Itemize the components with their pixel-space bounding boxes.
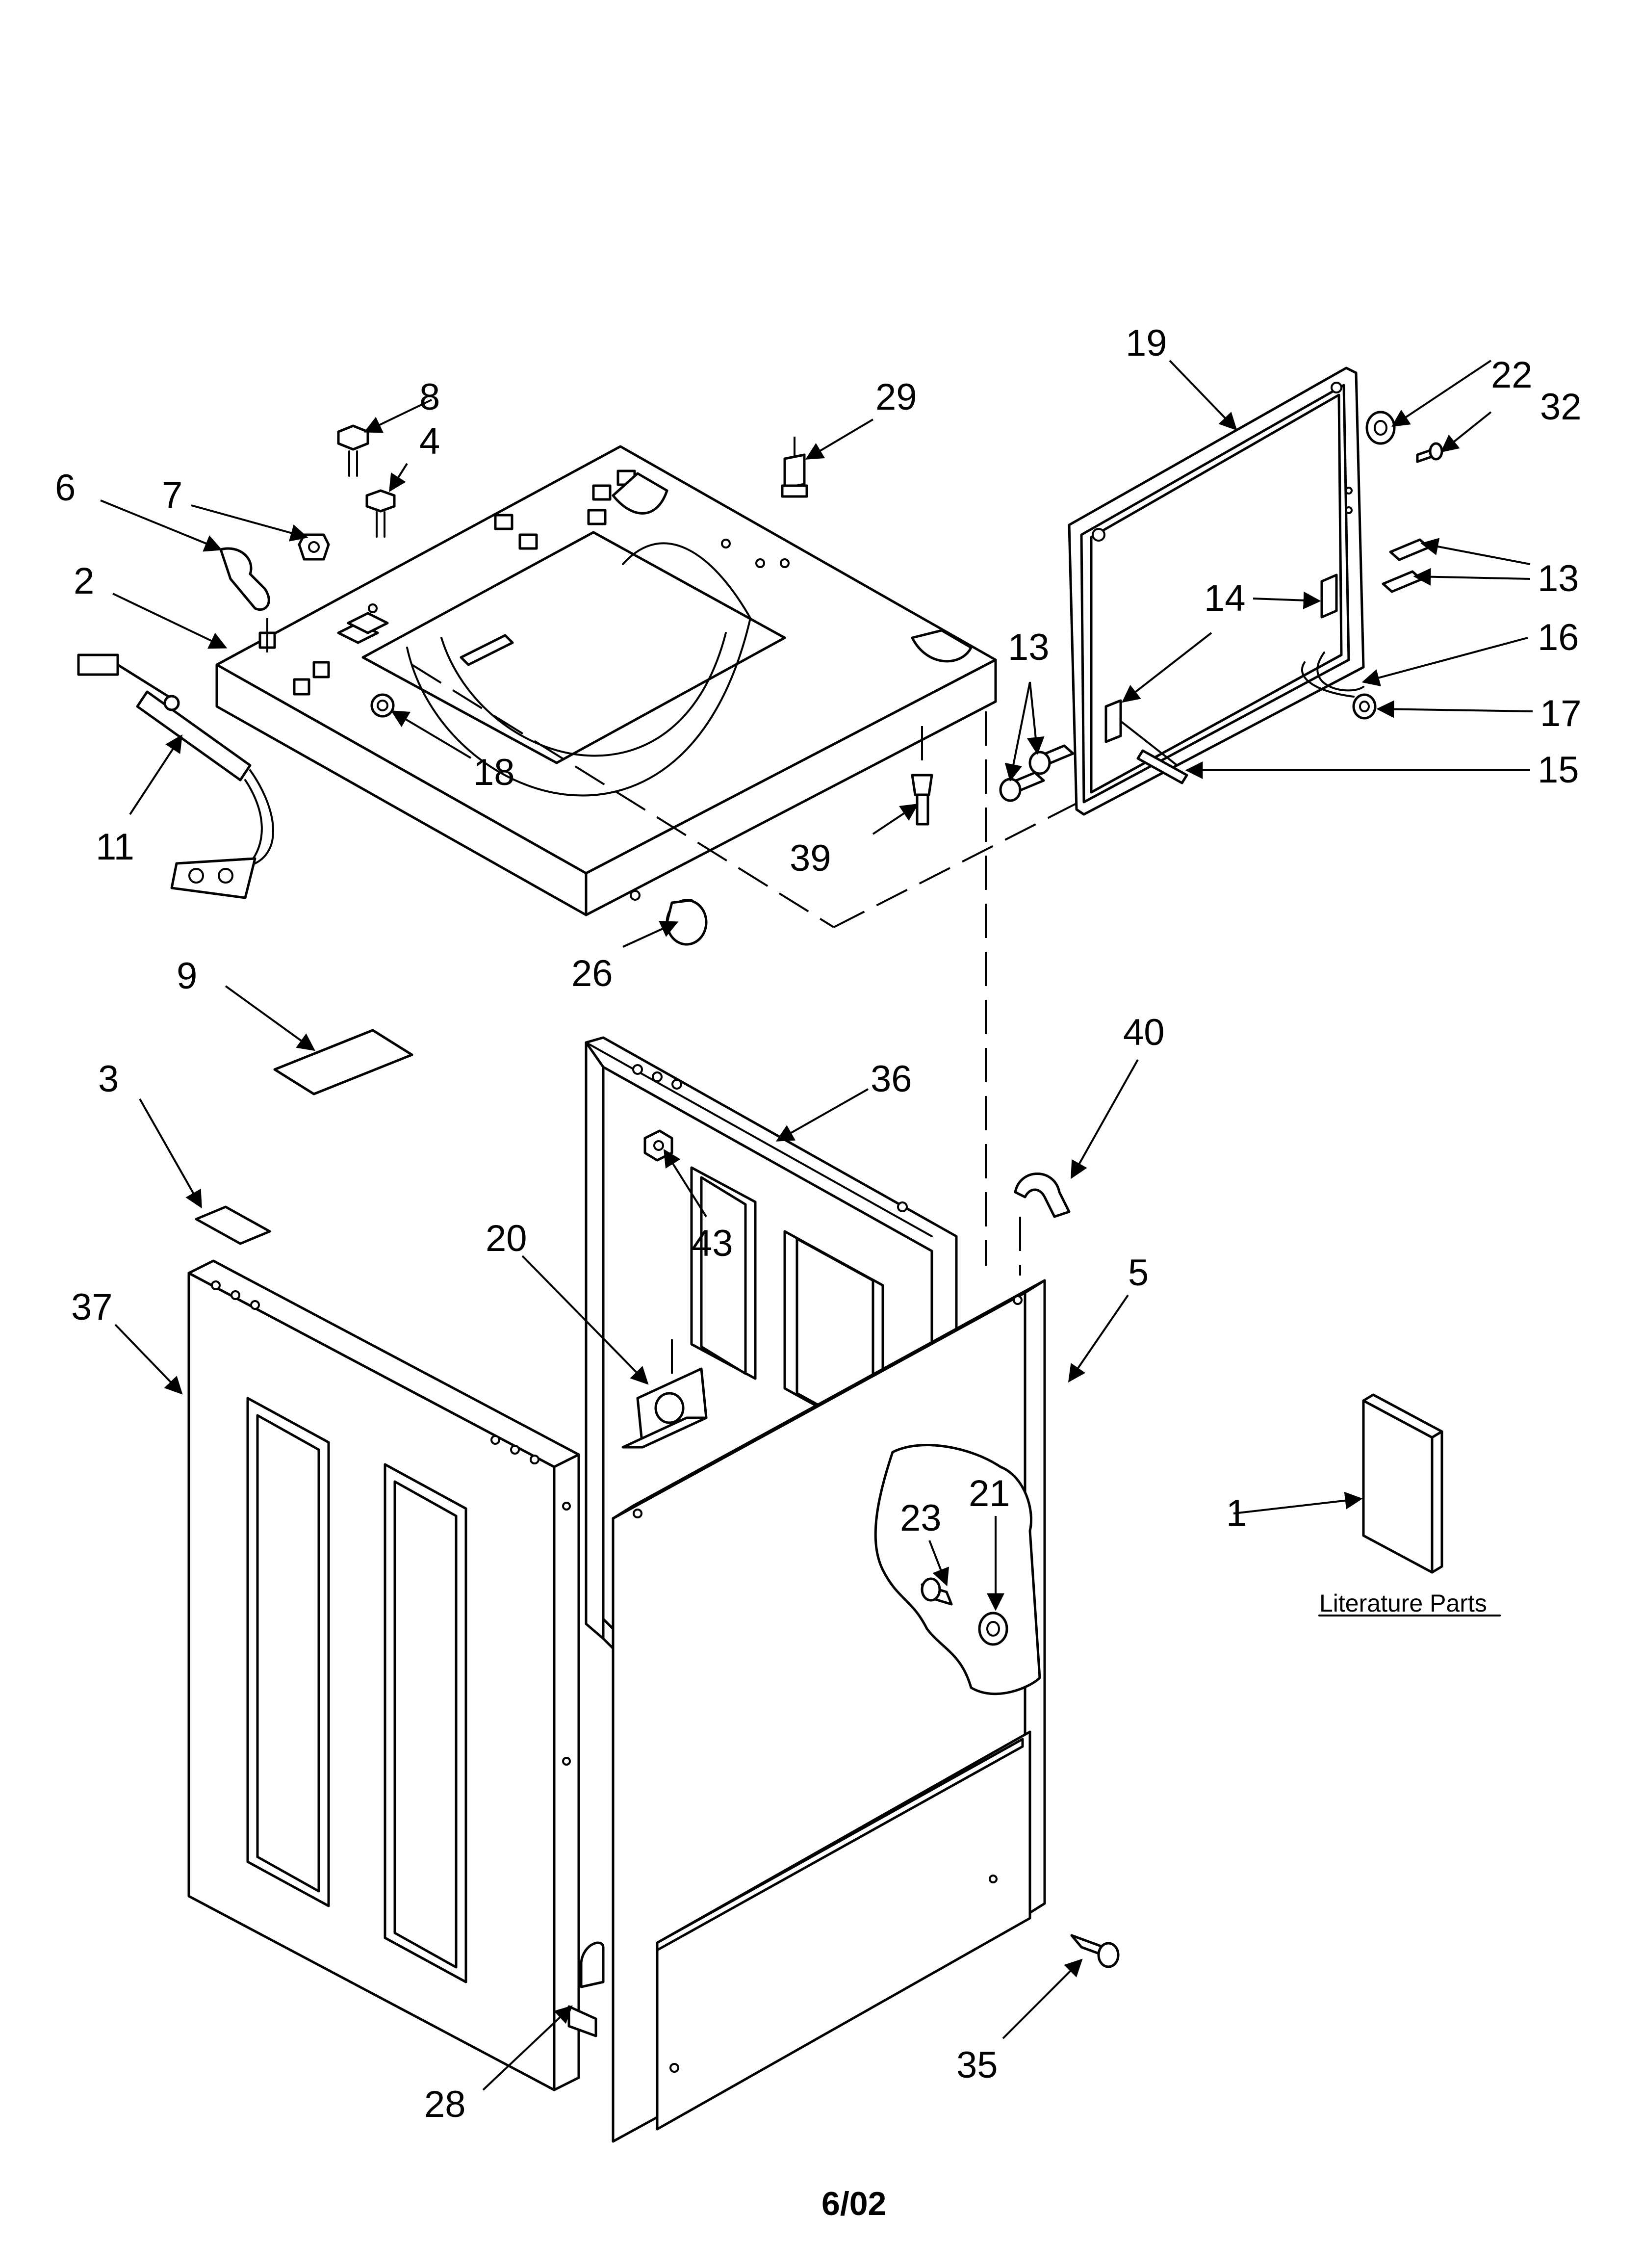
callout-1: 1 (1226, 1492, 1247, 1534)
callout-4: 4 (419, 420, 440, 462)
callout-19: 19 (1126, 322, 1167, 364)
side-panel (187, 1259, 605, 2091)
callout-13-left: 13 (1008, 626, 1050, 668)
callout-labels: 8 4 6 7 2 11 29 18 39 26 19 22 32 13 14 … (55, 322, 1582, 2125)
callout-18: 18 (473, 752, 515, 793)
brackets (621, 1173, 1071, 1449)
callout-14: 14 (1204, 577, 1246, 619)
callout-43: 43 (692, 1223, 733, 1264)
decal-and-pad (195, 1029, 413, 1245)
callout-28: 28 (424, 2084, 466, 2125)
callout-39: 39 (790, 837, 831, 879)
callout-26: 26 (571, 953, 613, 994)
callout-16: 16 (1538, 617, 1579, 658)
callout-7: 7 (162, 474, 182, 516)
callout-29: 29 (875, 376, 917, 418)
callout-35: 35 (956, 2044, 998, 2086)
top-cover (215, 445, 997, 916)
lid-hardware (999, 411, 1443, 802)
callout-22: 22 (1491, 354, 1533, 396)
callout-2: 2 (74, 560, 94, 602)
callout-3: 3 (98, 1058, 119, 1100)
callout-32: 32 (1540, 386, 1582, 428)
callout-5: 5 (1128, 1252, 1149, 1294)
callout-23: 23 (900, 1497, 942, 1539)
callout-17: 17 (1540, 693, 1582, 734)
revision-date: 6/02 (821, 2185, 886, 2222)
leader-lines (100, 360, 1533, 2091)
callout-15: 15 (1538, 749, 1579, 791)
callout-40: 40 (1123, 1012, 1165, 1053)
callout-6: 6 (55, 467, 76, 509)
literature-booklet (1362, 1393, 1443, 1574)
callout-37: 37 (71, 1286, 113, 1328)
callout-8: 8 (419, 376, 440, 418)
front-panel (612, 1279, 1120, 2143)
callout-21: 21 (969, 1473, 1010, 1514)
lid-frame (1068, 366, 1365, 816)
callout-13-right: 13 (1538, 558, 1579, 600)
callout-11: 11 (96, 826, 134, 868)
wire-harness (77, 653, 274, 899)
literature-parts-caption: Literature Parts (1319, 1590, 1487, 1617)
callout-36: 36 (871, 1058, 912, 1100)
callout-20: 20 (486, 1218, 527, 1259)
callout-9: 9 (177, 955, 197, 997)
